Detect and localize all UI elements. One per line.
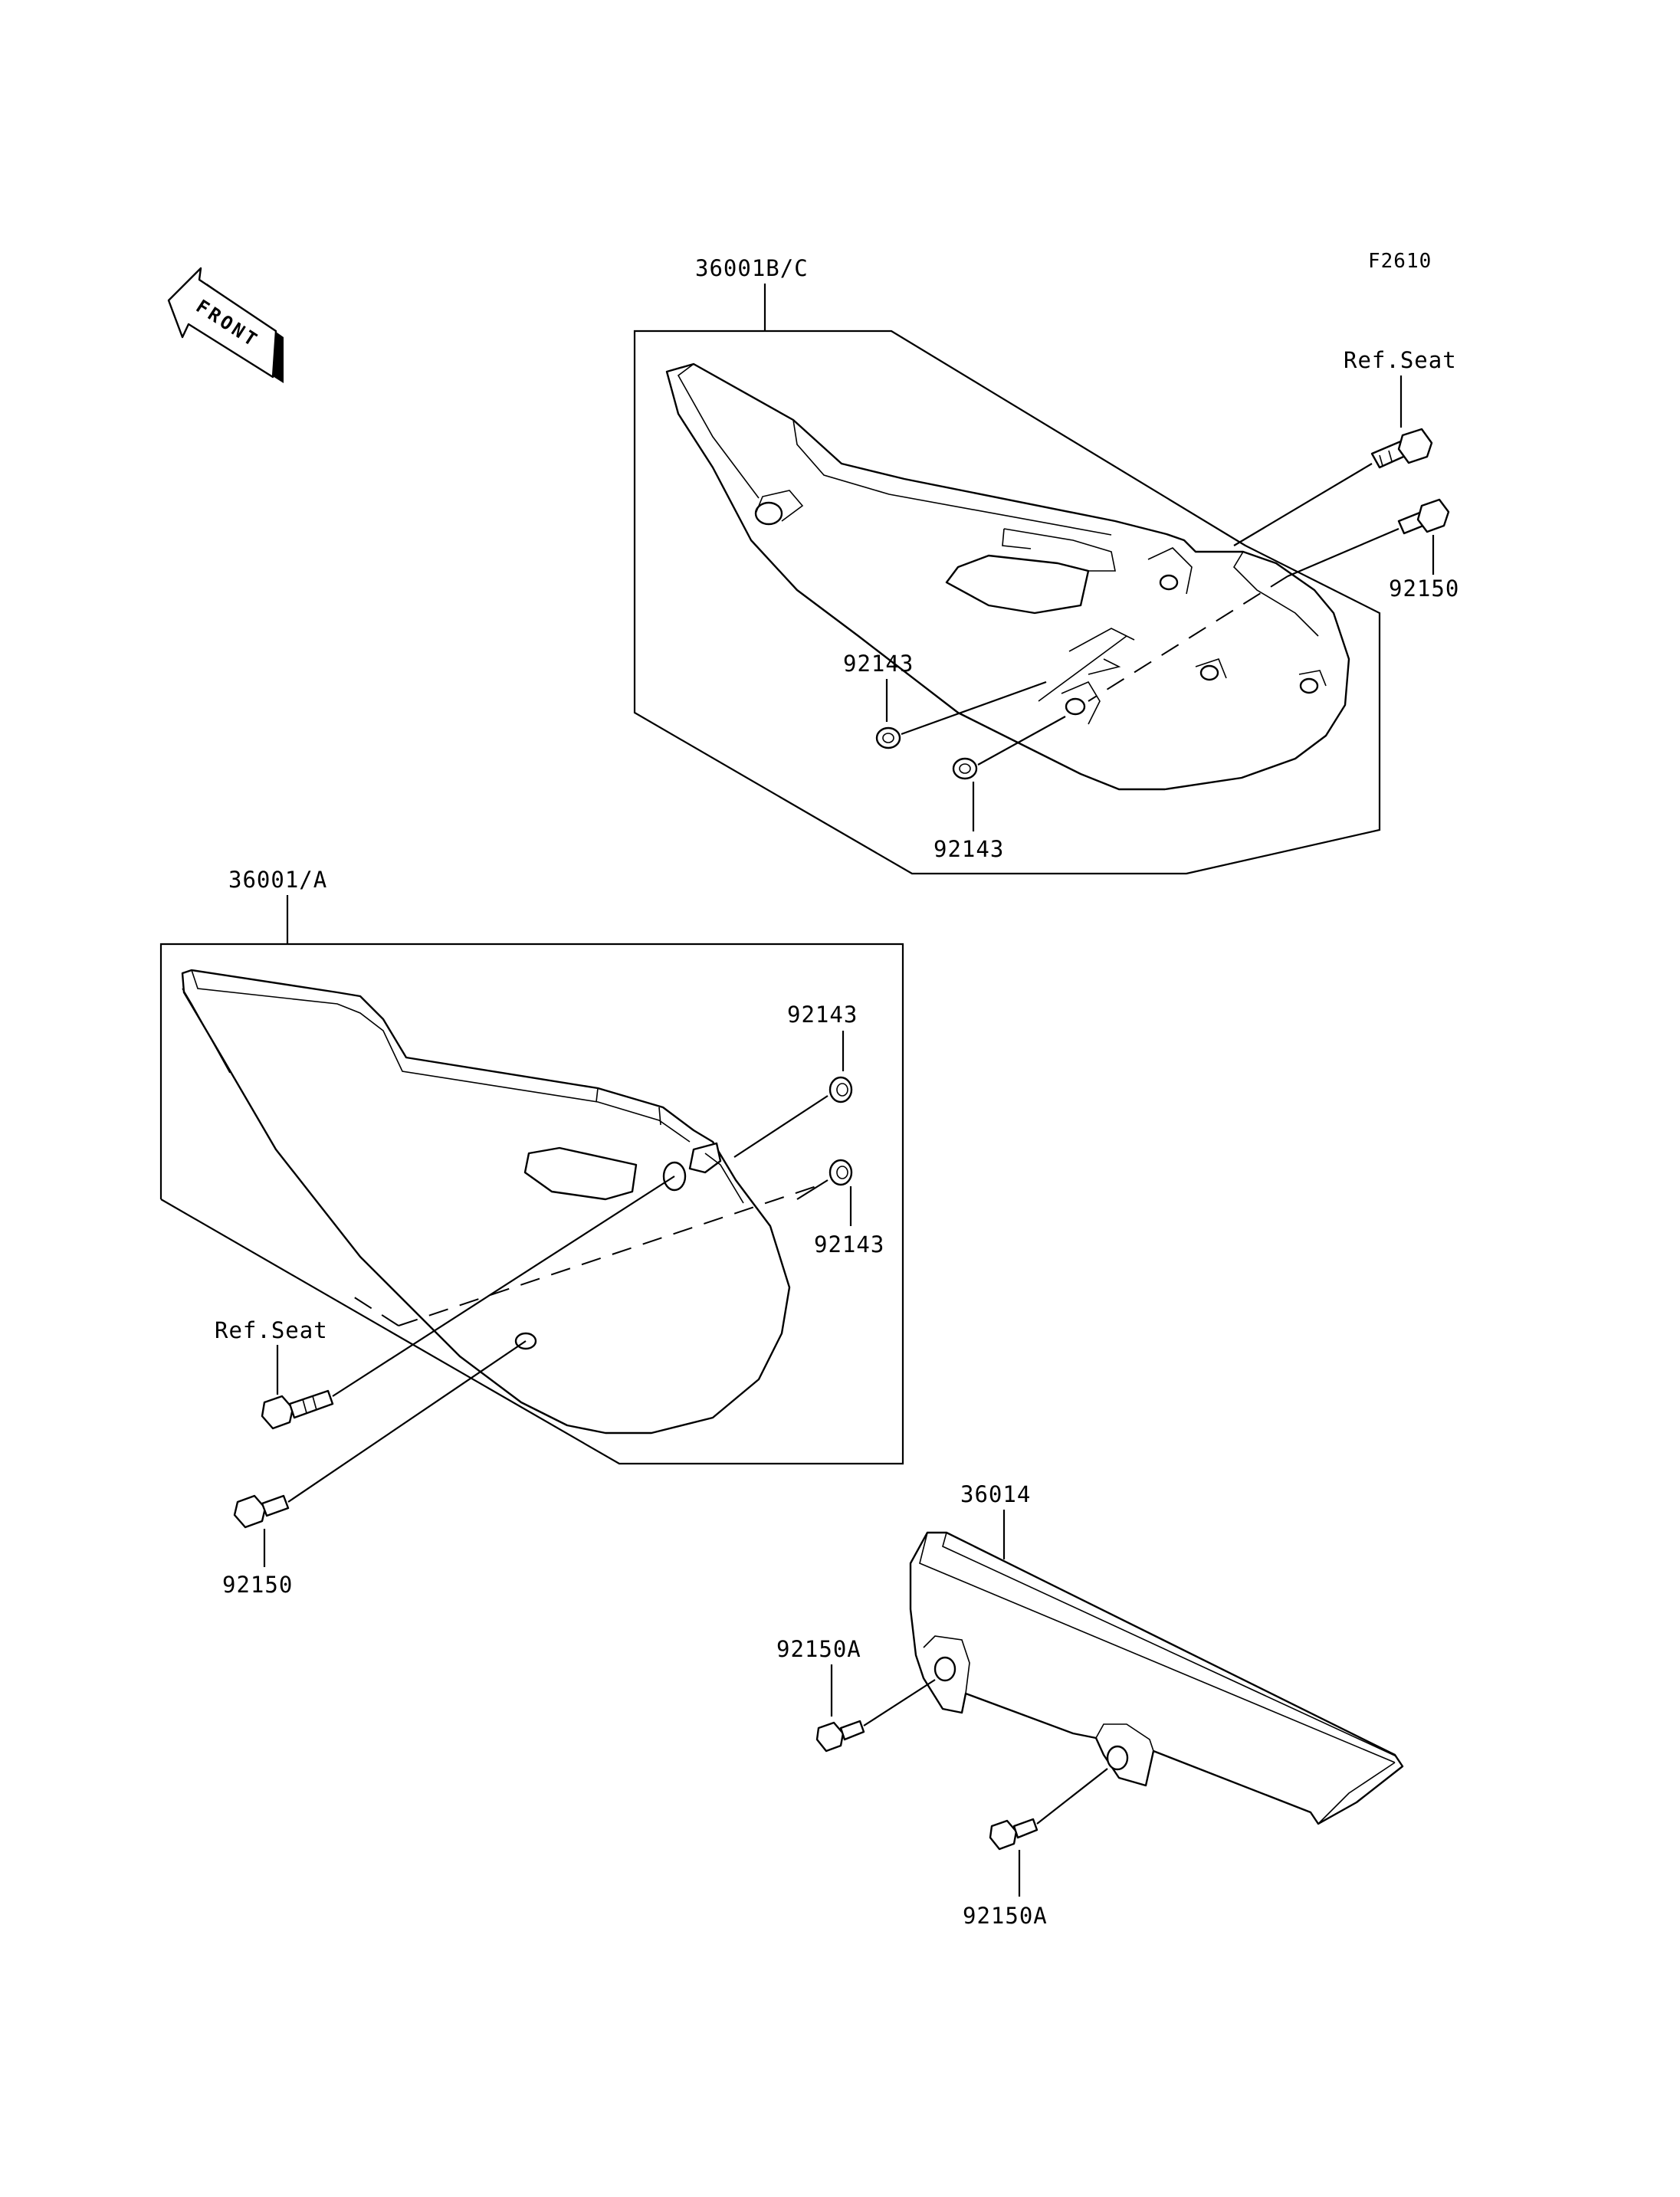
side-cover-lower-part [181, 969, 791, 1435]
bolt-92150-upper [1397, 498, 1450, 535]
callout-chain-bolt-1: 92150A [776, 1636, 861, 1662]
callout-upper-cover: 36001B/C [695, 255, 809, 281]
washer-92143-upper-2 [952, 757, 978, 780]
front-arrow-icon: FRONT [167, 267, 284, 383]
callout-chain-bolt-2: 92150A [963, 1903, 1048, 1929]
bolt-92150-lower [233, 1494, 290, 1529]
bolt-92150a-2 [989, 1818, 1039, 1851]
washer-92143-lower-2 [829, 1159, 853, 1186]
callout-chain-guard: 36014 [960, 1481, 1031, 1507]
callout-lower-bolt: 92150 [222, 1572, 293, 1598]
callout-upper-washer-1: 92143 [843, 651, 914, 677]
diagram-code: F2610 [1368, 250, 1432, 273]
ref-seat-bolt-upper [1370, 428, 1433, 469]
lower-side-cover-group: 36001/A 92143 [159, 867, 904, 1598]
callout-lower-cover: 36001/A [228, 867, 327, 893]
side-cover-upper-part [665, 362, 1350, 791]
callout-upper-washer-2: 92143 [934, 836, 1004, 862]
callout-lower-ref-seat: Ref.Seat [215, 1317, 328, 1343]
callout-upper-ref-seat: Ref.Seat [1344, 347, 1457, 373]
upper-side-cover-group: 36001B/C [633, 255, 1459, 875]
callout-lower-washer-2: 92143 [814, 1231, 884, 1258]
ref-seat-bolt-lower [261, 1389, 334, 1430]
callout-lower-washer-1: 92143 [787, 1002, 858, 1028]
callout-upper-bolt: 92150 [1389, 575, 1459, 602]
bolt-92150a-1 [815, 1720, 865, 1753]
chain-guard-part [909, 1531, 1404, 1825]
washer-92143-upper-1 [875, 726, 901, 749]
washer-92143-lower-1 [829, 1076, 853, 1103]
chain-guard-group: 36014 92150A 92150A [776, 1481, 1404, 1929]
